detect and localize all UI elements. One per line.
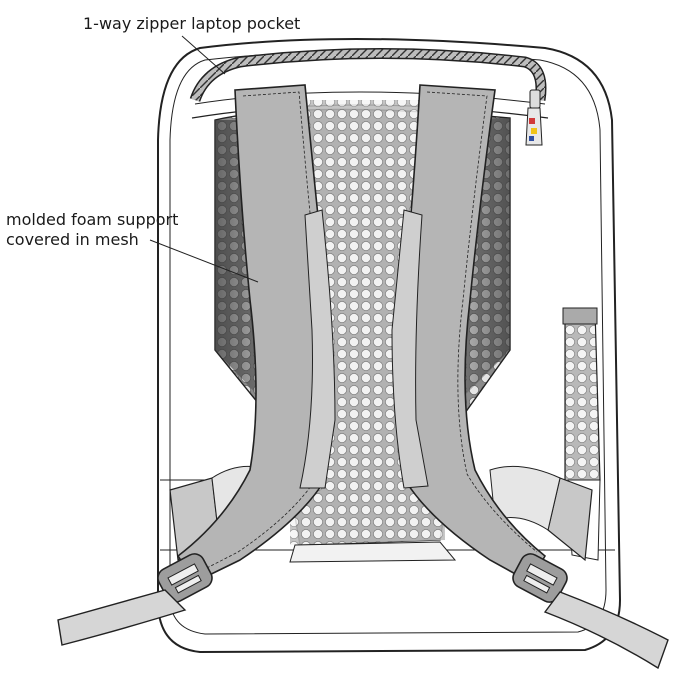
foam-callout-line1: molded foam support [6, 210, 179, 229]
right-buckle [512, 553, 568, 603]
foam-callout-line2: covered in mesh [6, 230, 139, 249]
lower-strap-webbing [57, 589, 669, 670]
foam-leader-line [149, 239, 259, 283]
left-buckle [157, 553, 213, 603]
zipper-pull [525, 89, 543, 146]
foam-callout-label: molded foam support covered in mesh [6, 210, 178, 250]
zipper-callout-label: 1-way zipper laptop pocket [83, 14, 301, 33]
left-shoulder-strap [176, 84, 336, 584]
zipper-leader-line [181, 35, 226, 75]
right-shoulder-strap [391, 84, 547, 584]
